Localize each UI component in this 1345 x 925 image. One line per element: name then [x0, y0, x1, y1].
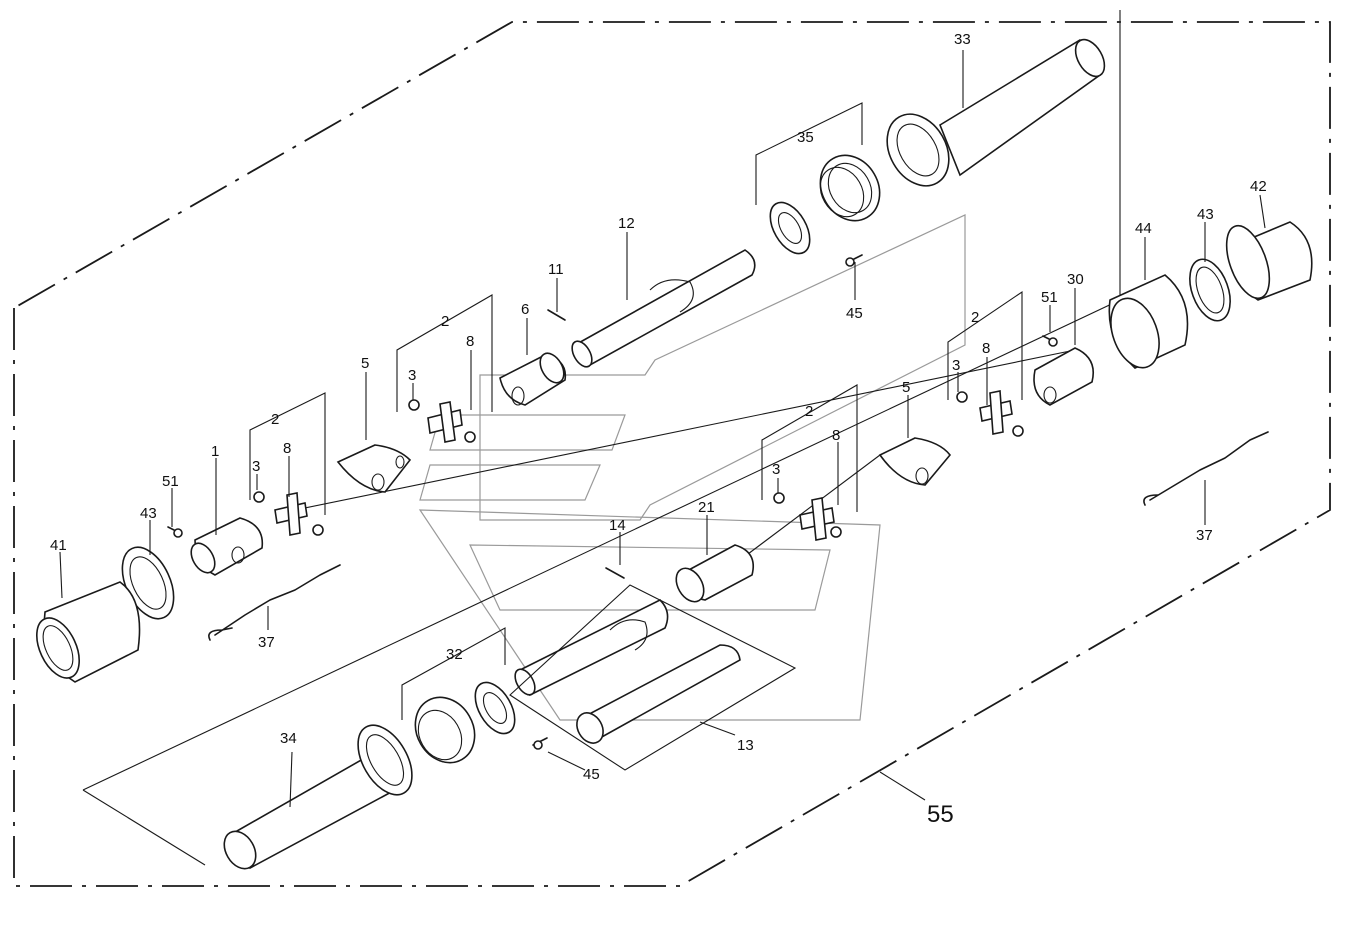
inner-tube-lower [514, 599, 669, 697]
label-51a: 51 [1041, 289, 1058, 306]
label-35: 35 [797, 129, 814, 146]
label-37a: 37 [258, 634, 275, 651]
label-3c: 3 [772, 461, 780, 478]
outer-tube-33 [886, 38, 1106, 187]
label-8c: 8 [832, 427, 840, 444]
bearing-ring-35 [769, 154, 881, 255]
label-43a: 43 [1197, 206, 1214, 223]
pin-14 [605, 567, 625, 579]
ring-43b [1189, 258, 1231, 322]
tool-13 [509, 584, 797, 771]
cross-8b [253, 491, 324, 536]
yoke-21 [675, 544, 754, 603]
label-3a: 3 [952, 357, 960, 374]
label-37b: 37 [1196, 527, 1213, 544]
bearing-32 [414, 681, 516, 764]
label-43b: 43 [140, 505, 157, 522]
upper-shaft-assembly [36, 38, 1106, 683]
label-51b: 51 [162, 473, 179, 490]
label-42: 42 [1250, 178, 1267, 195]
label-32: 32 [446, 646, 463, 663]
bearing-44 [1108, 274, 1189, 369]
yoke-6 [499, 352, 567, 406]
label-33: 33 [954, 31, 971, 48]
yoke-30 [1033, 347, 1094, 406]
cross-8c [956, 390, 1024, 437]
outer-tube-34 [223, 724, 413, 870]
shield-42 [1225, 221, 1313, 301]
shield-cone-41 [36, 581, 141, 683]
label-3b: 3 [408, 367, 416, 384]
label-3d: 3 [252, 458, 260, 475]
yoke-5b [878, 437, 952, 486]
cross-8d [773, 492, 842, 541]
label-2c: 2 [805, 403, 813, 420]
label-34: 34 [280, 730, 297, 747]
label-2b: 2 [441, 313, 449, 330]
chain-37a [208, 564, 341, 641]
label-5a: 5 [361, 355, 369, 372]
screw-51b [1042, 335, 1058, 347]
leader-lines [59, 50, 1266, 808]
label-13: 13 [737, 737, 754, 754]
screw-45a [845, 254, 863, 267]
label-2d: 2 [271, 411, 279, 428]
inner-tube-12 [571, 249, 756, 368]
label-21: 21 [698, 499, 715, 516]
watermark-logo [418, 214, 966, 721]
chain-37b [1143, 431, 1269, 506]
label-11: 11 [548, 261, 564, 278]
label-14: 14 [609, 517, 626, 534]
label-2a: 2 [971, 309, 979, 326]
right-upper-assembly [878, 221, 1313, 506]
label-5b: 5 [902, 379, 910, 396]
label-55: 55 [927, 801, 954, 828]
screw-51a [167, 526, 183, 538]
lower-shaft-assembly [223, 454, 881, 870]
cross-8a [408, 399, 476, 443]
screw-45b [532, 737, 548, 750]
yoke-1 [190, 517, 264, 576]
label-6: 6 [521, 301, 529, 318]
label-44: 44 [1135, 220, 1152, 237]
label-12: 12 [618, 215, 635, 232]
label-45a: 45 [846, 305, 863, 322]
label-30: 30 [1067, 271, 1084, 288]
label-41: 41 [50, 537, 67, 554]
pin-11 [547, 309, 566, 321]
label-8b: 8 [466, 333, 474, 350]
label-8a: 8 [982, 340, 990, 357]
part-labels: 33 35 12 11 45 42 43 44 51 30 2 8 3 6 5 … [50, 31, 1267, 828]
label-8d: 8 [283, 440, 291, 457]
yoke-5a [336, 444, 412, 493]
label-1: 1 [211, 443, 219, 460]
label-45b: 45 [583, 766, 600, 783]
assembly-boundary [13, 21, 1331, 887]
